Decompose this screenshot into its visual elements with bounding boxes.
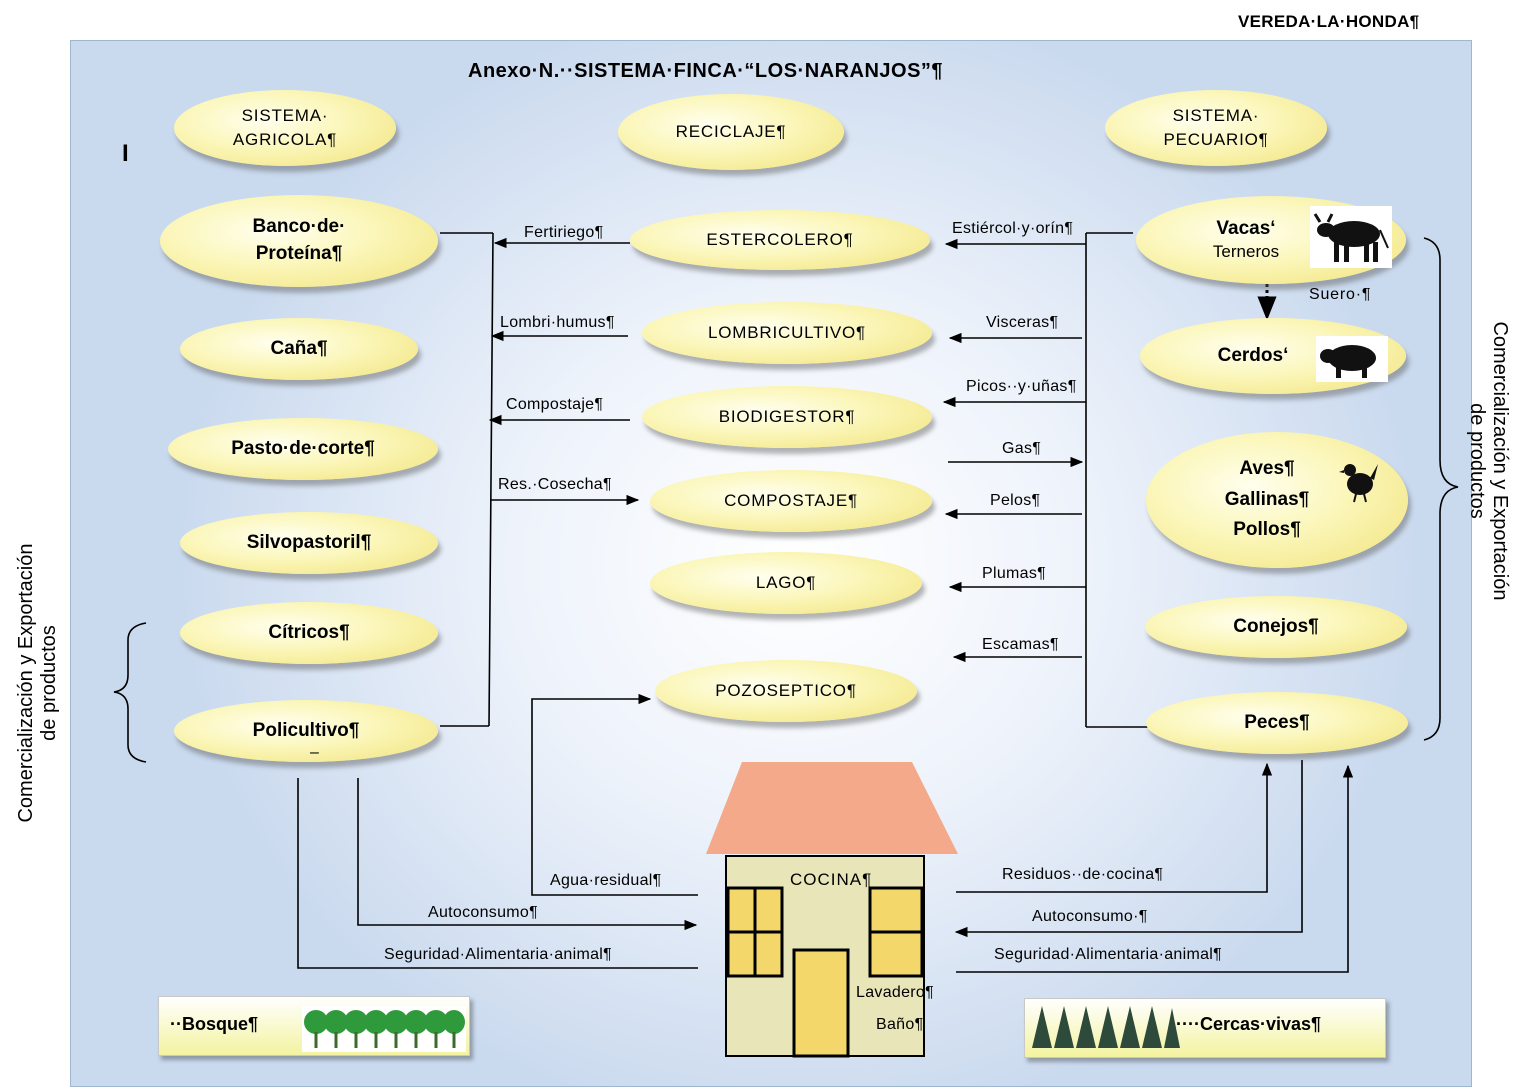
house-illustration — [706, 762, 958, 1058]
agua-residual-label: Agua·residual¶ — [550, 872, 662, 889]
stray-dash: ‒ — [310, 744, 320, 761]
conifer-row-icon — [1032, 1006, 1180, 1048]
autoconsumo-right-arrow — [954, 760, 1303, 938]
seguridad-left-label: Seguridad·Alimentaria·animal¶ — [384, 946, 613, 963]
compostaje-flow-label: Compostaje¶ — [506, 396, 604, 413]
cercas-label: ····Cercas·vivas¶ — [1176, 1014, 1322, 1034]
autoconsumo-right-label: Autoconsumo·¶ — [1032, 908, 1148, 925]
house-door — [792, 948, 850, 1058]
res-cosecha-label: Res.·Cosecha¶ — [498, 476, 612, 493]
compostaje-ellipse: COMPOSTAJE¶ — [650, 470, 932, 532]
house-window-right — [868, 886, 924, 978]
seguridad-right-label: Seguridad·Alimentaria·animal¶ — [994, 946, 1223, 963]
lombrihumus-label: Lombri·humus¶ — [500, 314, 615, 331]
aves-ellipse: Aves¶ Gallinas¶ Pollos¶ — [1146, 432, 1408, 568]
sistema-pecuario-ellipse: SISTEMA·PECUARIO¶ — [1105, 90, 1327, 166]
pasto-corte-ellipse: Pasto·de·corte¶ — [168, 418, 438, 480]
house-window-left — [726, 886, 784, 978]
residuos-cocina-label: Residuos··de·cocina¶ — [1002, 866, 1164, 883]
tree-row-icon — [302, 1006, 466, 1052]
suero-label: Suero·¶ — [1309, 286, 1372, 303]
residuos-cocina-arrow — [956, 762, 1273, 893]
house-roof — [706, 762, 958, 854]
left-collector-line — [488, 232, 494, 727]
hen-icon — [1339, 464, 1378, 503]
lombricultivo-ellipse: LOMBRICULTIVO¶ — [642, 302, 932, 364]
banco-proteina-ellipse: Banco·de·Proteína¶ — [160, 195, 438, 287]
autoconsumo-left-label: Autoconsumo¶ — [428, 904, 539, 921]
conejos-ellipse: Conejos¶ — [1145, 596, 1407, 658]
biodigestor-ellipse: BIODIGESTOR¶ — [642, 386, 932, 448]
agua-residual-arrow — [531, 693, 698, 896]
seguridad-right-arrow — [956, 764, 1354, 973]
pig-icon — [1316, 336, 1388, 382]
vereda-label: VEREDA·LA·HONDA¶ — [1238, 12, 1420, 31]
bano-label: Baño¶ — [876, 1016, 924, 1033]
plumas-label: Plumas¶ — [982, 565, 1047, 582]
cow-icon — [1310, 206, 1392, 268]
seguridad-left-line — [297, 778, 698, 969]
peces-ellipse: Peces¶ — [1146, 692, 1408, 754]
policultivo-ellipse: Policultivo¶ — [174, 700, 438, 762]
estiercol-label: Estiércol·y·orín¶ — [952, 220, 1074, 237]
autoconsumo-left-arrow — [357, 778, 698, 931]
left-brace — [113, 622, 147, 763]
sistema-agricola-ellipse: SISTEMA·AGRICOLA¶ — [174, 90, 396, 166]
gas-label: Gas¶ — [1002, 440, 1042, 457]
estercolero-ellipse: ESTERCOLERO¶ — [630, 210, 930, 270]
visceras-label: Visceras¶ — [986, 314, 1059, 331]
lago-ellipse: LAGO¶ — [650, 552, 922, 614]
bosque-label: ··Bosque¶ — [170, 1014, 259, 1034]
diagram-title: Anexo·N.··SISTEMA·FINCA·“LOS·NARANJOS”¶ — [468, 60, 944, 82]
cursor-mark: I — [122, 140, 129, 167]
silvopastoril-ellipse: Silvopastoril¶ — [180, 512, 438, 574]
right-brace — [1423, 237, 1459, 741]
pozoseptico-ellipse: POZOSEPTICO¶ — [655, 660, 917, 722]
cocina-label: COCINA¶ — [790, 870, 873, 889]
fertiriego-label: Fertiriego¶ — [524, 224, 604, 241]
reciclaje-ellipse: RECICLAJE¶ — [618, 94, 844, 170]
cana-ellipse: Caña¶ — [180, 318, 418, 380]
lavadero-label: Lavadero¶ — [856, 984, 935, 1001]
citricos-ellipse: Cítricos¶ — [180, 602, 438, 664]
pelos-label: Pelos¶ — [990, 492, 1041, 509]
picos-label: Picos··y·uñas¶ — [966, 378, 1077, 395]
escamas-label: Escamas¶ — [982, 636, 1059, 653]
